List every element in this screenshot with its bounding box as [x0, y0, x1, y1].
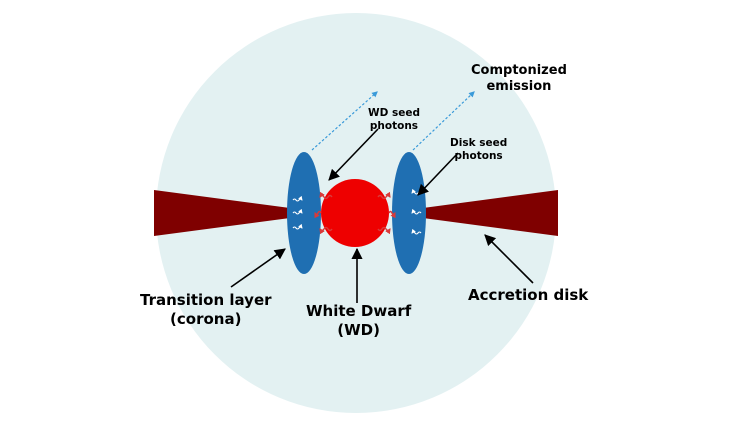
comptonized-photons: [311, 91, 475, 151]
wd-seed-photons: [314, 191, 396, 235]
accretion-disk-left: [154, 190, 305, 236]
label-disk-seed-line1: Disk seed: [450, 137, 508, 149]
label-comptonized-line2: emission: [486, 79, 552, 94]
label-wd-seed-line1: WD seed: [368, 107, 420, 119]
label-white-dwarf: White Dwarf (WD): [306, 302, 411, 340]
pointer-arrows: [230, 128, 534, 303]
label-white-dwarf-line2: (WD): [337, 321, 380, 339]
label-comptonized-line1: Comptonized: [471, 63, 567, 78]
label-comptonized-emission: Comptonized emission: [471, 63, 567, 95]
label-accretion-disk: Accretion disk: [468, 286, 588, 305]
label-transition-line1: Transition layer: [140, 291, 272, 309]
label-white-dwarf-line1: White Dwarf: [306, 302, 412, 320]
label-wd-seed-photons: WD seed photons: [368, 107, 420, 133]
scattered-photons: [292, 188, 422, 235]
label-wd-seed-line2: photons: [369, 120, 419, 132]
transition-layer-left: [287, 152, 321, 274]
accretion-disk-right: [408, 190, 558, 236]
label-transition-line2: (corona): [170, 310, 242, 328]
label-disk-seed-photons: Disk seed photons: [450, 137, 507, 163]
label-disk-seed-line2: photons: [454, 150, 503, 162]
white-dwarf: [321, 179, 389, 247]
arrow-transition: [230, 248, 286, 288]
arrow-disk-seed: [417, 152, 459, 196]
label-transition-layer: Transition layer (corona): [140, 291, 272, 329]
transition-layer-right: [392, 152, 426, 274]
label-accretion-line1: Accretion disk: [468, 286, 589, 304]
arrow-wd-seed: [328, 128, 379, 181]
arrow-accretion: [484, 234, 534, 284]
